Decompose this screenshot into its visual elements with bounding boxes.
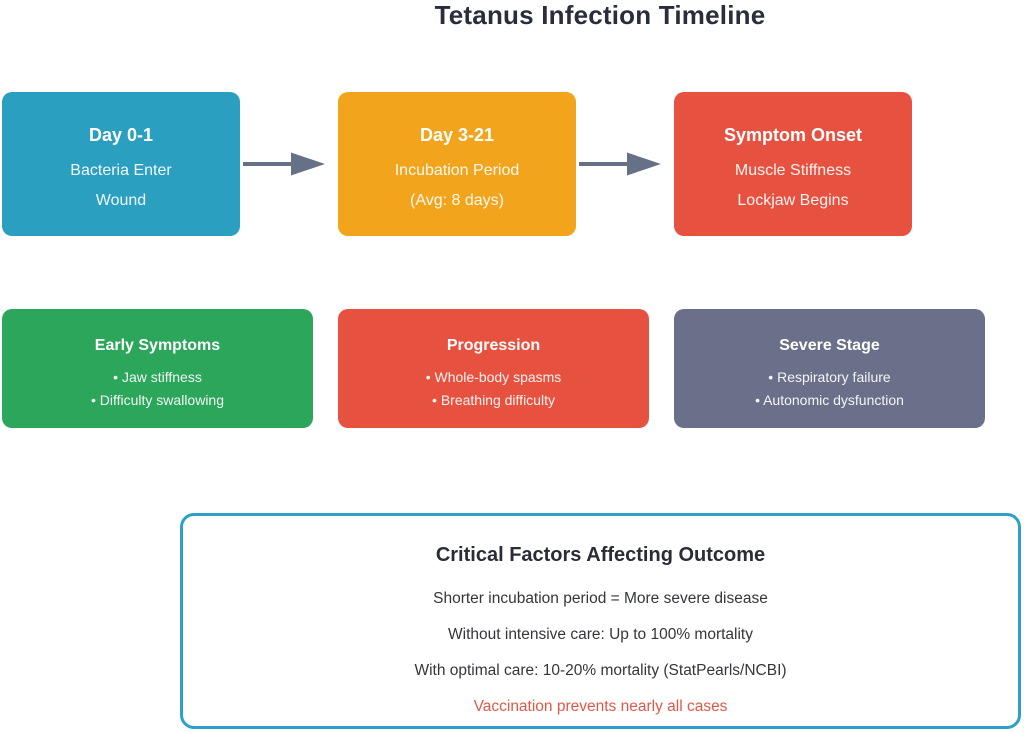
factor-line: With optimal care: 10-20% mortality (Sta…	[414, 662, 787, 679]
timeline-card-day-0-1: Day 0-1 Bacteria Enter Wound	[2, 92, 240, 236]
card-line: • Whole-body spasms	[425, 368, 562, 385]
card-heading: Progression	[446, 336, 541, 354]
card-line: Bacteria Enter	[70, 161, 172, 179]
stage-card-severe-stage: Severe Stage • Respiratory failure • Aut…	[674, 309, 985, 428]
card-line: • Breathing difficulty	[432, 391, 555, 408]
card-heading: Severe Stage	[779, 336, 880, 354]
stage-card-progression: Progression • Whole-body spasms • Breath…	[338, 309, 649, 428]
factor-line: Shorter incubation period = More severe …	[433, 590, 768, 607]
card-line: Incubation Period	[394, 161, 520, 179]
timeline-card-symptom-onset: Symptom Onset Muscle Stiffness Lockjaw B…	[674, 92, 912, 236]
card-heading: Day 0-1	[88, 124, 154, 145]
card-line: • Respiratory failure	[768, 368, 891, 385]
card-line: Wound	[95, 191, 147, 209]
vaccination-note: Vaccination prevents nearly all cases	[473, 698, 728, 715]
factor-line: Without intensive care: Up to 100% morta…	[448, 626, 753, 643]
arrow-right-icon	[579, 152, 661, 176]
critical-factors-panel: Critical Factors Affecting Outcome Short…	[180, 513, 1021, 729]
card-heading: Day 3-21	[419, 124, 495, 145]
page-title: Tetanus Infection Timeline	[434, 0, 766, 30]
card-line: Lockjaw Begins	[737, 191, 849, 209]
arrow-right-icon	[243, 152, 325, 176]
card-line: • Jaw stiffness	[113, 368, 202, 385]
card-heading: Symptom Onset	[723, 124, 863, 145]
critical-factors-title: Critical Factors Affecting Outcome	[435, 544, 766, 566]
card-line: • Difficulty swallowing	[90, 391, 225, 408]
stage-card-early-symptoms: Early Symptoms • Jaw stiffness • Difficu…	[2, 309, 313, 428]
card-line: • Autonomic dysfunction	[755, 391, 904, 408]
card-heading: Early Symptoms	[94, 336, 221, 354]
card-line: Muscle Stiffness	[734, 161, 852, 179]
card-line: (Avg: 8 days)	[410, 191, 504, 209]
timeline-card-day-3-21: Day 3-21 Incubation Period (Avg: 8 days)	[338, 92, 576, 236]
